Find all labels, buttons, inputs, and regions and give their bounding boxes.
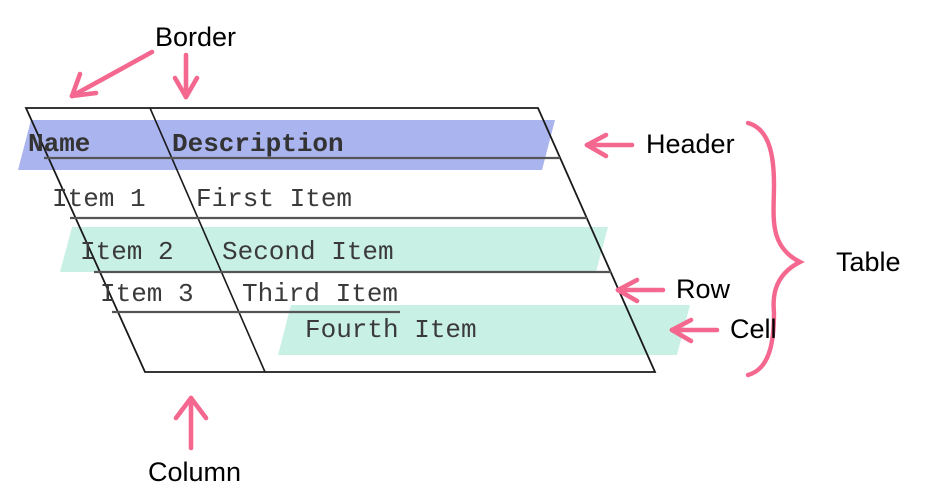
row-2-cell-name: Item 2 — [80, 237, 174, 267]
row-3-cell-name: Item 3 — [100, 279, 194, 309]
header-cell-description: Description — [172, 129, 344, 159]
cell-arrow — [669, 317, 720, 344]
table-outline — [24, 107, 657, 373]
row-3-cell-description: Third Item — [242, 279, 399, 309]
column-divider-line — [149, 107, 266, 373]
annotation-label-header: Header — [646, 129, 735, 159]
column-arrow — [173, 395, 209, 451]
table-brace — [745, 120, 805, 378]
annotation-label-border: Border — [155, 22, 237, 52]
annotation-label-cell: Cell — [730, 314, 777, 344]
annotation-label-column: Column — [148, 457, 242, 487]
header-arrow — [584, 132, 635, 159]
header-cell-name: Name — [28, 129, 91, 159]
border-arrow-down — [172, 52, 200, 100]
annotation-label-table: Table — [836, 247, 901, 277]
row-arrow — [615, 277, 666, 304]
row-1-cell-name: Item 1 — [52, 184, 146, 214]
border-arrow-left — [69, 49, 155, 99]
row-2-cell-description: Second Item — [222, 237, 394, 267]
row-highlight-band — [60, 227, 608, 272]
floating-cell-text: Fourth Item — [305, 315, 477, 345]
row-1-cell-description: First Item — [196, 184, 353, 214]
cell-highlight-band — [278, 305, 690, 355]
annotation-label-row: Row — [676, 274, 731, 304]
